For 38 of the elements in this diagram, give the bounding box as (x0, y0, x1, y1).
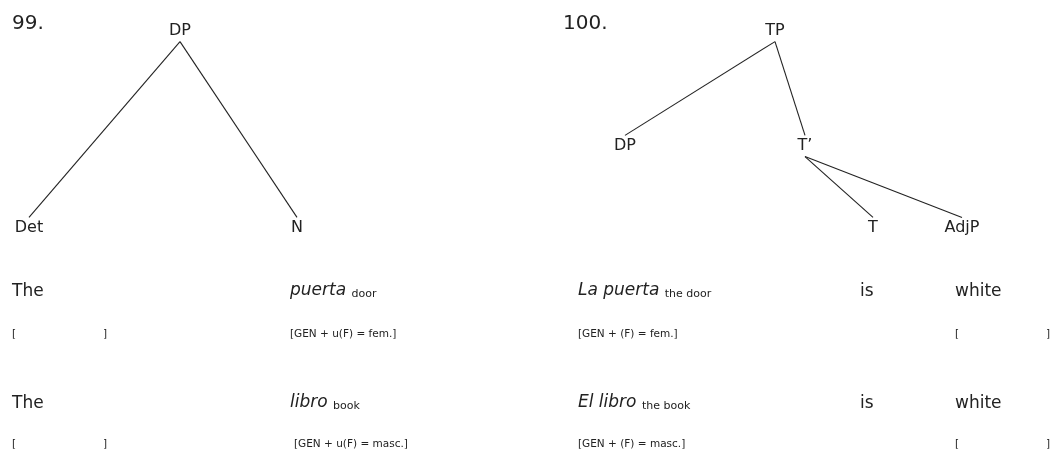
tree-branch-line (774, 41, 806, 136)
feature-annotation: [GEN + (F) = fem.] (578, 326, 678, 340)
gloss-text: libro $_{book}$ (290, 391, 360, 413)
feature-annotation: ] (1046, 326, 1051, 340)
feature-annotation: [GEN + (F) = masc.] (578, 436, 686, 450)
tree-branch-line (804, 156, 874, 218)
tree-branch-line (28, 41, 181, 218)
feature-annotation: [GEN + u(F) = masc.] (294, 436, 408, 450)
gloss-text: puerta $_{door}$ (290, 279, 377, 301)
feature-annotation: [ (12, 436, 17, 450)
gloss-text: El libro $_{the book}$ (578, 391, 691, 413)
feature-annotation: ] (103, 436, 108, 450)
feature-annotation: [ (955, 436, 960, 450)
feature-annotation: [GEN + u(F) = fem.] (290, 326, 397, 340)
tree-node-label: DP (169, 20, 191, 40)
tree-branch-line (624, 41, 776, 136)
gloss-text: The (12, 279, 44, 301)
example-number: 99. (12, 10, 44, 34)
tree-branch-line (179, 41, 298, 218)
tree-node-label: T (868, 217, 878, 237)
tree-node-label: T’ (797, 135, 813, 155)
example-number: 100. (563, 10, 608, 34)
tree-node-label: AdjP (944, 217, 980, 237)
gloss-text: is (860, 391, 874, 413)
tree-node-label: DP (614, 135, 636, 155)
feature-annotation: [ (955, 326, 960, 340)
tree-node-label: N (291, 217, 303, 237)
feature-annotation: ] (1046, 436, 1051, 450)
tree-branch-line (804, 156, 963, 218)
gloss-text: La puerta $_{the door}$ (578, 279, 712, 301)
gloss-text: white (955, 279, 1002, 301)
tree-node-label: TP (765, 20, 785, 40)
gloss-text: white (955, 391, 1002, 413)
gloss-text: is (860, 279, 874, 301)
gloss-text: The (12, 391, 44, 413)
feature-annotation: ] (103, 326, 108, 340)
tree-node-label: Det (14, 217, 44, 237)
feature-annotation: [ (12, 326, 17, 340)
